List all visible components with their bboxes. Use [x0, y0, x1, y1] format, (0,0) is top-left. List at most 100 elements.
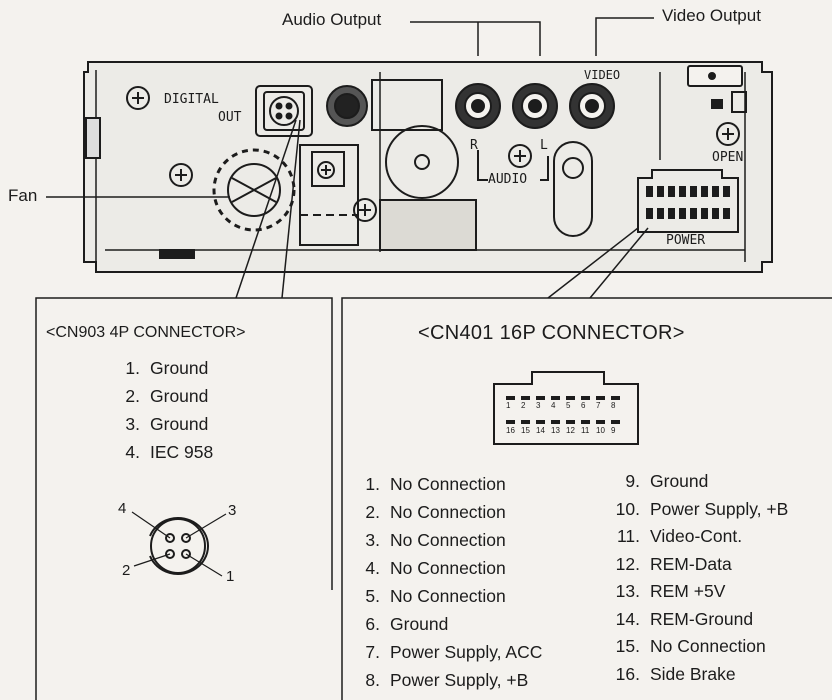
- audio-output-jacks: [455, 83, 558, 129]
- pin-number: 1.: [125, 358, 140, 378]
- list-item: 11. Video-Cont.: [606, 523, 788, 551]
- pin-number-label: 15: [521, 426, 530, 435]
- list-item: 5. No Connection: [350, 582, 542, 610]
- pin-number: 3.: [125, 414, 140, 434]
- audio-output-label: Audio Output: [282, 10, 382, 29]
- list-item: 4. IEC 958: [110, 438, 213, 466]
- list-item: 13. REM +5V: [606, 578, 788, 606]
- pin-label: No Connection: [650, 636, 766, 656]
- pin-label: No Connection: [390, 474, 506, 494]
- panel-out-label: OUT: [218, 110, 242, 125]
- cn401-title: <CN401 16P CONNECTOR>: [418, 322, 685, 344]
- power-connector: [637, 169, 739, 233]
- pin-label: Power Supply, +B: [650, 498, 789, 519]
- pin-number: 14.: [615, 608, 640, 629]
- panel-video-label: VIDEO: [584, 68, 621, 82]
- pin-number-label: 3: [536, 401, 541, 410]
- list-item: 9. Ground: [606, 468, 788, 496]
- panel-r-label: R: [470, 138, 478, 153]
- list-item: 14. REM-Ground: [606, 606, 788, 634]
- pin-number: 2.: [125, 386, 140, 406]
- pin-number-label: 5: [566, 401, 571, 410]
- list-item: 2. Ground: [110, 382, 213, 410]
- pin-number-label: 11: [581, 426, 590, 435]
- digital-out-jack: [255, 85, 313, 137]
- pin-number: 7.: [365, 642, 380, 662]
- list-item: 6. Ground: [350, 610, 542, 638]
- list-item: 10. Power Supply, +B: [606, 496, 789, 524]
- cn903-pin-list: 1. Ground 2. Ground 3. Ground 4. IEC 958: [110, 354, 213, 466]
- pin-number: 12.: [615, 553, 640, 574]
- list-item: 12. REM-Data: [606, 551, 788, 579]
- pin-number: 10.: [615, 498, 640, 519]
- panel-open-label: OPEN: [712, 150, 744, 165]
- pin-label: REM-Data: [650, 553, 732, 574]
- cn903-title: <CN903 4P CONNECTOR>: [46, 324, 246, 341]
- cn903-pin-3-label: 3: [228, 502, 237, 519]
- pin-number: 13.: [615, 581, 640, 601]
- pin-number-label: 10: [596, 426, 605, 435]
- list-item: 15.No Connection: [606, 633, 788, 661]
- pin-number-label: 9: [611, 426, 616, 435]
- pin-label: No Connection: [390, 586, 506, 606]
- pin-label: Ground: [150, 386, 209, 406]
- pin-label: Ground: [650, 471, 709, 491]
- fan-label: Fan: [8, 186, 38, 205]
- pin-number: 9.: [625, 471, 640, 491]
- pin-label: REM-Ground: [650, 608, 754, 629]
- cn903-pin-2-label: 2: [122, 562, 131, 579]
- pin-label: No Connection: [390, 502, 506, 522]
- pin-number-label: 12: [566, 426, 575, 435]
- pin-number: 4.: [125, 442, 140, 462]
- pin-number: 6.: [365, 614, 380, 634]
- panel-digital-label: DIGITAL: [164, 92, 219, 107]
- pin-number-label: 4: [551, 401, 556, 410]
- cn401-pin-list-right: 9. Ground 10. Power Supply, +B 11. Video-Cont…: [606, 468, 789, 689]
- fan-icon: [212, 148, 296, 232]
- pin-number: 8.: [365, 670, 380, 690]
- screw-icons: [126, 86, 740, 222]
- pin-label: REM +5V: [650, 581, 726, 601]
- pin-label: Ground: [390, 614, 449, 634]
- list-item: 7. Power Supply, ACC: [350, 638, 542, 666]
- pin-number-label: 8: [611, 401, 616, 410]
- panel-power-label: POWER: [666, 233, 706, 248]
- pin-number-label: 7: [596, 401, 601, 410]
- pin-number: 1.: [365, 474, 380, 494]
- pin-number: 5.: [365, 586, 380, 606]
- pin-number-label: 1: [506, 401, 511, 410]
- pin-number-label: 2: [521, 401, 526, 410]
- cn903-pin-1-label: 1: [226, 568, 235, 585]
- pin-label: Ground: [150, 414, 209, 434]
- pin-label: IEC 958: [150, 442, 214, 462]
- pin-number-label: 16: [506, 426, 515, 435]
- pin-label: No Connection: [390, 558, 506, 578]
- pin-label: Ground: [150, 358, 209, 378]
- list-item: 1. Ground: [110, 354, 213, 382]
- panel-l-label: L: [540, 138, 548, 153]
- pin-number: 3.: [365, 530, 380, 550]
- pin-label: Video-Cont.: [650, 526, 743, 546]
- pin-number: 2.: [365, 502, 380, 522]
- pin-number-label: 6: [581, 401, 586, 410]
- list-item: 16. Side Brake: [606, 661, 788, 689]
- list-item: 3. Ground: [110, 410, 213, 438]
- pin-number-label: 14: [536, 426, 545, 435]
- pin-label: No Connection: [390, 530, 506, 550]
- knob-icon: [326, 85, 368, 127]
- pin-number-label: 13: [551, 426, 560, 435]
- pin-label: Side Brake: [650, 663, 736, 684]
- callout-lines: [46, 17, 654, 299]
- video-output-jack: [569, 83, 615, 129]
- list-item: 2. No Connection: [350, 498, 542, 526]
- pin-label: Power Supply, ACC: [390, 642, 543, 662]
- list-item: 3. No Connection: [350, 526, 542, 554]
- pin-number: 4.: [365, 558, 380, 578]
- cn401-box: [341, 297, 832, 700]
- panel-audio-label: AUDIO: [488, 172, 528, 187]
- pin-number: 11.: [616, 526, 640, 546]
- pin-number: 16.: [615, 663, 640, 684]
- cn903-box: [35, 297, 333, 700]
- list-item: 1. No Connection: [350, 470, 542, 498]
